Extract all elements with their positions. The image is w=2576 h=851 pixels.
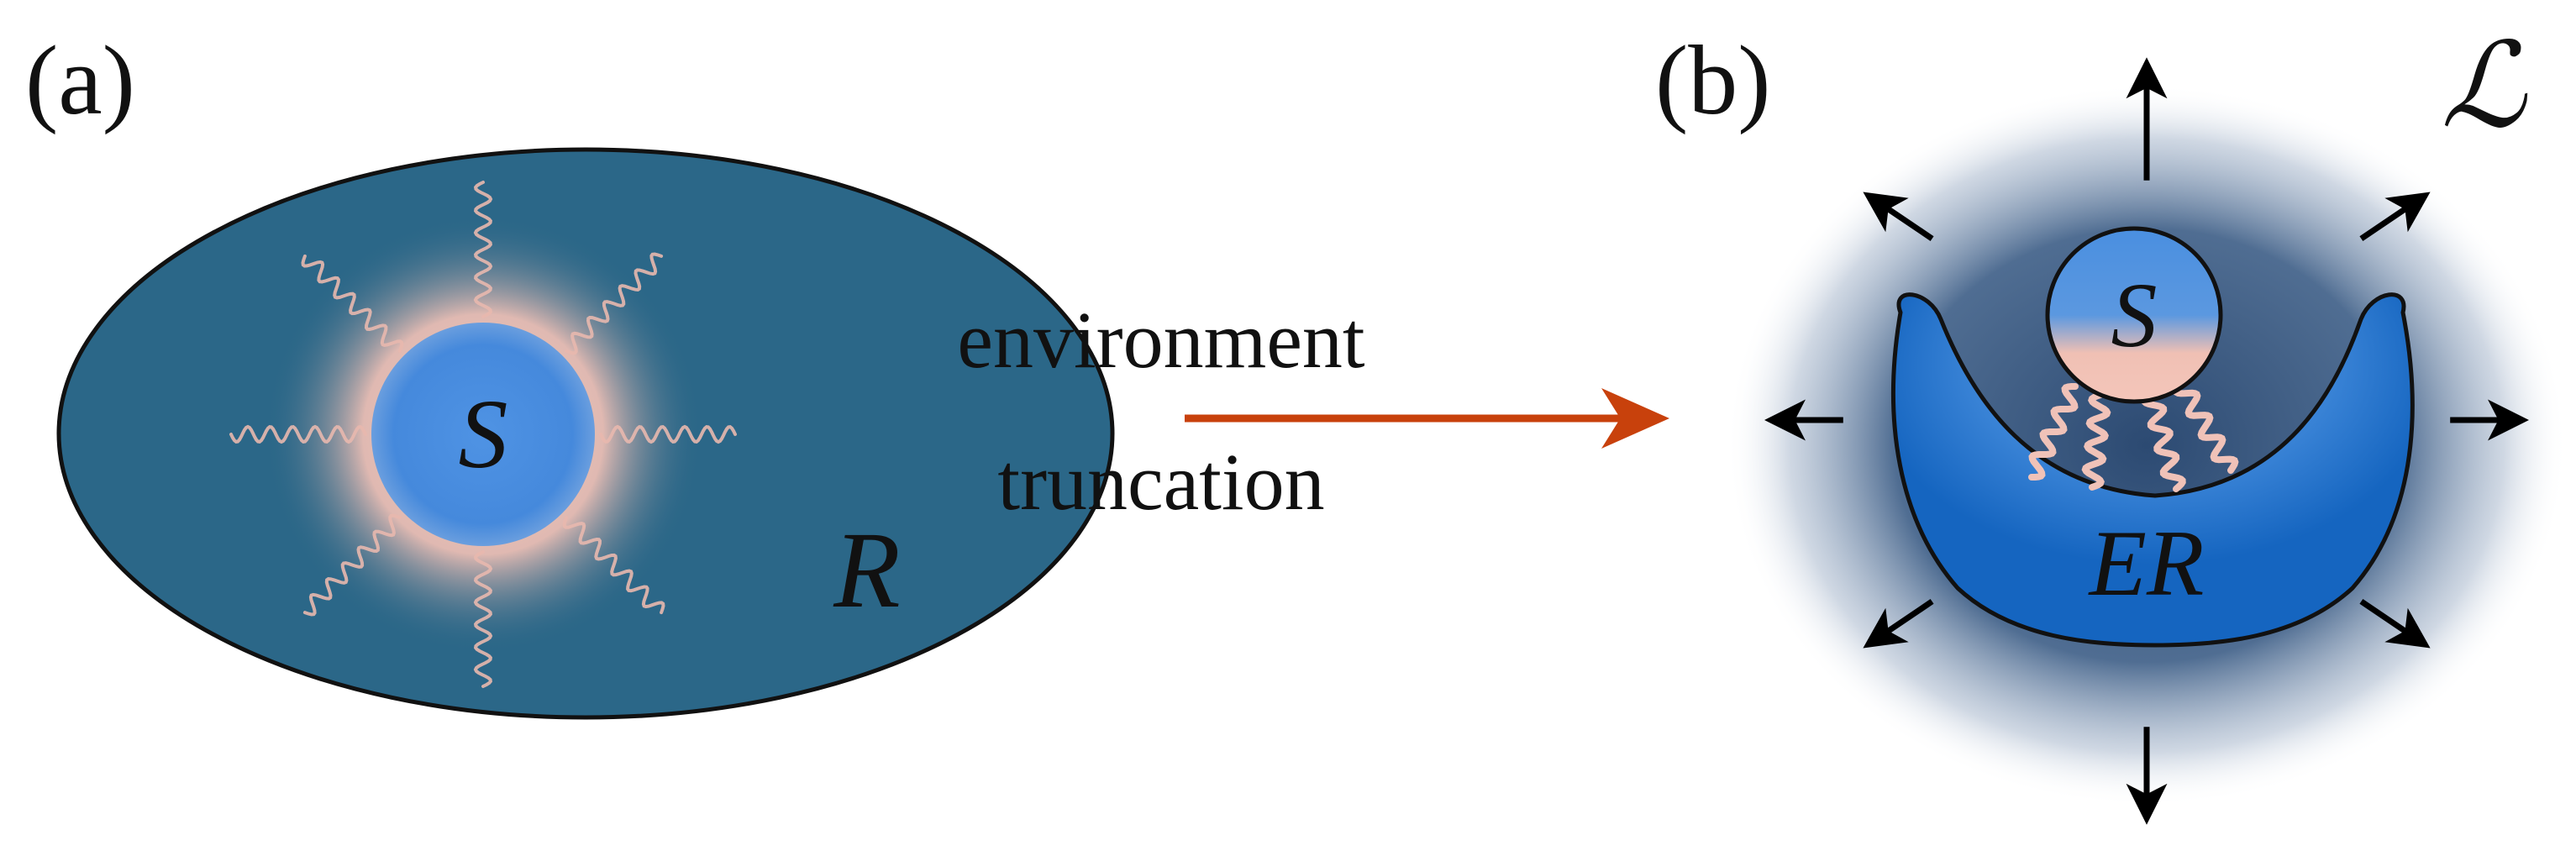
- coupling-wave: [473, 550, 493, 688]
- system-circle-a: [371, 323, 595, 546]
- outflow-arrows: [1764, 57, 2529, 825]
- reservoir-label: R: [833, 510, 900, 631]
- coupling-waves-b: [2028, 379, 2239, 492]
- outflow-arrow: [1863, 598, 1934, 649]
- lindblad-label: ℒ: [2441, 22, 2528, 152]
- lindblad-halo: [1727, 84, 2567, 806]
- coupling-wave: [229, 424, 367, 444]
- coupling-wave: [599, 424, 737, 444]
- coupling-wave: [301, 254, 404, 353]
- outflow-arrow: [2359, 192, 2431, 242]
- panel-a-label: (a): [25, 25, 135, 135]
- panel-b-label: (b): [1655, 25, 1771, 135]
- outflow-arrow: [2359, 598, 2431, 649]
- coupling-wave: [473, 181, 493, 318]
- system-label-a: S: [459, 379, 508, 489]
- extended-reservoir-label: ER: [2088, 512, 2205, 616]
- coupling-wave: [2081, 391, 2111, 491]
- arrow-bottom-text: truncation: [997, 437, 1324, 527]
- coupling-wave: [2028, 383, 2079, 481]
- coupling-wave: [565, 252, 664, 355]
- coupling-wave: [2172, 379, 2239, 474]
- outflow-arrow: [1863, 192, 1934, 242]
- system-circle-b: [2045, 226, 2223, 404]
- coupling-waves-a: [229, 181, 737, 688]
- coupling-wave: [2141, 390, 2186, 492]
- arrow-top-text: environment: [957, 295, 1365, 385]
- extended-reservoir-shape: [1891, 292, 2415, 648]
- coupling-wave: [302, 513, 402, 617]
- coupling-wave: [562, 516, 665, 615]
- system-label-b: S: [2111, 264, 2158, 366]
